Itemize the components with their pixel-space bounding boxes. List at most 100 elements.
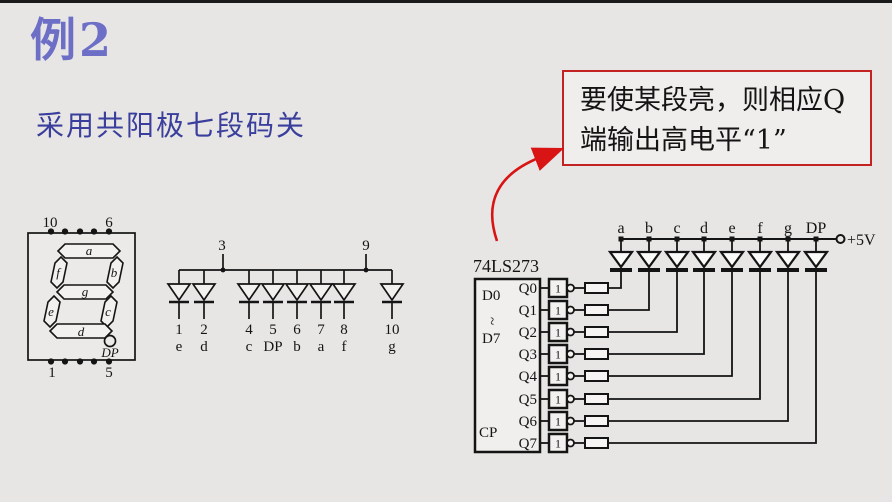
svg-text:d: d bbox=[700, 220, 708, 237]
output-row-q1 bbox=[540, 270, 650, 321]
svg-text:5: 5 bbox=[269, 322, 277, 338]
svg-text:Q0: Q0 bbox=[519, 281, 537, 297]
svg-text:1: 1 bbox=[555, 348, 561, 362]
segment-f-label: f bbox=[56, 265, 62, 280]
dp-dot bbox=[103, 334, 117, 348]
segment-f-shape bbox=[50, 255, 68, 290]
segment-d-shape bbox=[48, 323, 114, 339]
display-bottom-pins bbox=[47, 358, 113, 365]
svg-text:Q7: Q7 bbox=[519, 436, 538, 452]
svg-text:f: f bbox=[757, 220, 763, 237]
segment-e-label: e bbox=[48, 304, 54, 319]
svg-text:d: d bbox=[200, 339, 208, 355]
chip-pin-d0: D0 bbox=[482, 288, 500, 304]
chip-pin-d7: D7 bbox=[482, 331, 501, 347]
display-segments bbox=[43, 243, 124, 339]
led-e bbox=[718, 236, 746, 272]
common-pin9-label: 9 bbox=[362, 238, 370, 254]
slide-title: 例2 bbox=[30, 13, 115, 67]
callout-line2: 端输出高电平“1” bbox=[580, 125, 787, 156]
svg-text:7: 7 bbox=[317, 322, 325, 338]
display-top-pins bbox=[47, 228, 113, 235]
led-g bbox=[774, 236, 802, 272]
svg-text:b: b bbox=[293, 339, 301, 355]
svg-text:1: 1 bbox=[175, 322, 183, 338]
display-pin6-label: 6 bbox=[105, 215, 113, 231]
segment-a-label: a bbox=[86, 243, 93, 258]
svg-text:2: 2 bbox=[200, 322, 208, 338]
display-pin5-label: 5 bbox=[105, 365, 113, 381]
svg-text:Q6: Q6 bbox=[519, 414, 538, 430]
svg-text:1: 1 bbox=[555, 415, 561, 429]
slide-subtitle: 采用共阳极七段码关 bbox=[36, 109, 307, 142]
led-c bbox=[663, 236, 691, 272]
svg-text:Q5: Q5 bbox=[519, 392, 537, 408]
top-edge-line bbox=[0, 0, 892, 3]
led-bank bbox=[607, 234, 846, 272]
led-labels: a b c d e f g DP bbox=[617, 220, 826, 237]
chip-q-labels: Q0 Q1 Q2 Q3 Q4 Q5 Q6 Q7 bbox=[519, 281, 538, 452]
output-row-q2 bbox=[540, 270, 678, 343]
svg-text:6: 6 bbox=[293, 322, 301, 338]
output-row-q6 bbox=[540, 270, 789, 432]
segment-b-shape bbox=[106, 255, 124, 290]
svg-text:e: e bbox=[728, 220, 735, 237]
svg-text:b: b bbox=[645, 220, 653, 237]
led-d bbox=[690, 236, 718, 272]
svg-text:Q3: Q3 bbox=[519, 347, 537, 363]
svg-text:DP: DP bbox=[263, 339, 282, 355]
seven-segment-display: 10 6 1 5 a f b g e c d DP bbox=[27, 215, 136, 381]
vcc-terminal bbox=[835, 234, 846, 244]
chip-pin-cp: CP bbox=[479, 425, 497, 441]
display-pin1-label: 1 bbox=[48, 365, 56, 381]
svg-text:1: 1 bbox=[555, 437, 561, 451]
driver-circuit: 74LS273 D0 ~ D7 CP Q0 Q1 Q2 Q3 Q4 Q5 Q6 … bbox=[473, 220, 876, 454]
svg-text:1: 1 bbox=[555, 326, 561, 340]
svg-text:DP: DP bbox=[806, 220, 827, 237]
svg-text:Q4: Q4 bbox=[519, 369, 538, 385]
chip-pin-range-tilde: ~ bbox=[483, 317, 499, 325]
output-row-q3 bbox=[540, 270, 705, 365]
svg-text:a: a bbox=[617, 220, 624, 237]
led-b bbox=[635, 236, 663, 272]
chip-body bbox=[473, 277, 542, 454]
svg-text:Q1: Q1 bbox=[519, 303, 537, 319]
led-a bbox=[607, 236, 635, 272]
pinout-diagram: 3 9 1 2 4 5 6 bbox=[166, 238, 405, 355]
segment-g-shape bbox=[55, 284, 115, 300]
svg-text:1: 1 bbox=[555, 304, 561, 318]
svg-text:1: 1 bbox=[555, 282, 561, 296]
svg-text:g: g bbox=[388, 339, 396, 355]
callout-arrow bbox=[490, 147, 565, 242]
segment-e-shape bbox=[43, 294, 61, 329]
svg-text:8: 8 bbox=[340, 322, 348, 338]
svg-text:1: 1 bbox=[555, 370, 561, 384]
output-row-q7 bbox=[540, 270, 817, 454]
svg-text:g: g bbox=[784, 220, 792, 237]
svg-text:c: c bbox=[246, 339, 253, 355]
led-f bbox=[746, 236, 774, 272]
svg-text:10: 10 bbox=[385, 322, 400, 338]
supply-label: +5V bbox=[847, 232, 876, 249]
inverter-labels: 1 1 1 1 1 1 1 1 bbox=[555, 282, 561, 451]
callout-line1: 要使某段亮，则相应Q bbox=[580, 85, 846, 116]
segment-b-label: b bbox=[111, 265, 118, 280]
svg-text:a: a bbox=[318, 339, 325, 355]
output-row-q5 bbox=[540, 270, 761, 410]
output-row-q4 bbox=[540, 270, 733, 387]
diode-pin-numbers: 1 2 4 5 6 7 8 10 bbox=[175, 322, 399, 338]
output-rows bbox=[540, 270, 817, 454]
svg-text:4: 4 bbox=[245, 322, 253, 338]
output-row-q0 bbox=[540, 270, 622, 299]
diode-segment-letters: e d c DP b a f g bbox=[176, 339, 397, 355]
dp-label: DP bbox=[100, 345, 118, 360]
segment-d-label: d bbox=[78, 324, 85, 339]
led-dp bbox=[802, 236, 830, 272]
svg-text:f: f bbox=[342, 339, 347, 355]
common-pin3-label: 3 bbox=[218, 238, 226, 254]
segment-a-shape bbox=[56, 243, 122, 259]
segment-c-label: c bbox=[105, 304, 111, 319]
diode-array bbox=[166, 270, 405, 319]
